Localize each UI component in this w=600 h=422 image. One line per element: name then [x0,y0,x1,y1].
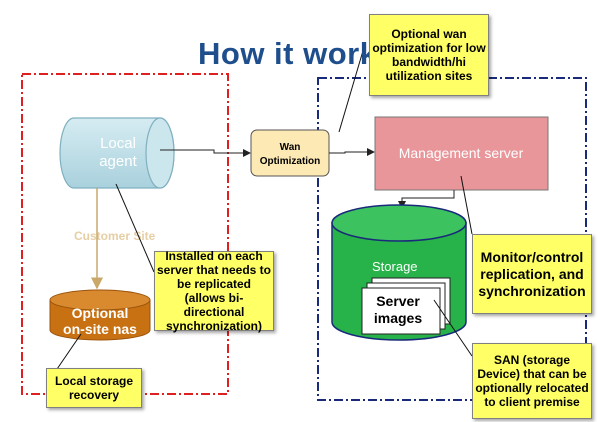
monitor-callout: Monitor/control replication, and synchro… [472,234,592,314]
wan-label-line2: Optimization [260,156,321,167]
server-images-label-line2: images [374,310,422,326]
server-images-label-line1: Server [376,293,420,309]
installed-callout-pointer [115,183,155,273]
recovery-callout-pointer [54,333,82,373]
monitor-callout-text: Monitor/control replication, and synchro… [478,248,586,299]
monitor-callout-pointer [460,175,473,235]
wan-label-line1: Wan [280,142,301,153]
local-recovery-callout: Local storage recovery [46,368,142,408]
local-recovery-callout-text: Local storage recovery [54,374,134,402]
management-to-storage-arrow [398,190,455,209]
storage-label: Storage [372,259,418,274]
server-images-stack [361,277,451,335]
san-callout-text: SAN (storage Device) that can be optiona… [475,353,589,409]
management-server-label: Management server [399,145,524,161]
local-agent-label-line2: agent [99,153,137,170]
customer-site-label: Customer Site [74,229,156,243]
san-callout-pointer [433,299,473,357]
optional-nas-cylinder [49,289,151,341]
wan-to-management-arrow [329,148,375,156]
local-agent-label-line1: Local [100,135,136,152]
local-agent-cylinder [59,117,175,189]
wan-optional-callout: Optional wan optimization for low bandwi… [369,14,489,96]
san-callout: SAN (storage Device) that can be optiona… [472,343,592,419]
agent-to-wan-arrow [160,149,251,157]
nas-label-line1: Optional [72,305,129,321]
nas-label-line2: on-site nas [63,321,137,337]
installed-callout: Installed on each server that needs to b… [154,249,274,333]
installed-callout-text: Installed on each server that needs to b… [156,249,272,333]
wan-callout-pointer [338,43,366,133]
wan-optional-callout-text: Optional wan optimization for low bandwi… [372,27,486,83]
wan-optimization-box [250,129,330,177]
page-title: How it works [198,36,396,71]
